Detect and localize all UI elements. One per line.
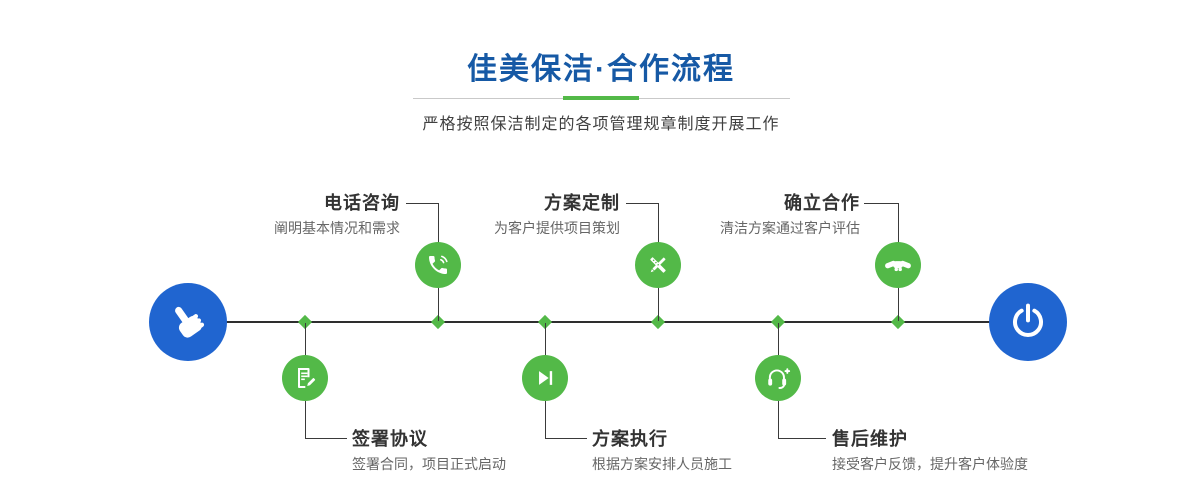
- step-label-phone: 电话咨询 阐明基本情况和需求: [200, 190, 400, 240]
- power-icon: [1013, 303, 1043, 337]
- headset-icon: [768, 368, 791, 389]
- connector-line: [778, 438, 826, 439]
- connector-line: [406, 203, 438, 204]
- connector-line: [658, 288, 659, 321]
- title-divider-accent: [563, 96, 639, 100]
- connector-line: [864, 203, 898, 204]
- step-title: 方案定制: [544, 193, 620, 213]
- step-node-phone: [415, 242, 461, 288]
- step-desc: 接受客户反馈，提升客户体验度: [832, 456, 1028, 472]
- step-title: 签署协议: [352, 429, 428, 449]
- connector-line: [626, 203, 658, 204]
- timeline-start-node: [149, 283, 227, 361]
- handshake-icon: [885, 260, 911, 272]
- pointing-hand-icon: [175, 306, 205, 338]
- step-desc: 阐明基本情况和需求: [274, 220, 400, 236]
- connector-line: [305, 323, 306, 355]
- step-desc: 为客户提供项目策划: [494, 220, 620, 236]
- connector-line: [305, 401, 306, 439]
- step-label-cooperation: 确立合作 清洁方案通过客户评估: [660, 190, 860, 240]
- play-next-icon: [539, 371, 553, 385]
- step-label-design: 方案定制 为客户提供项目策划: [420, 190, 620, 240]
- connector-line: [438, 203, 439, 243]
- page-title: 佳美保洁·合作流程: [467, 53, 735, 86]
- step-node-cooperation: [875, 242, 921, 288]
- connector-line: [545, 323, 546, 355]
- step-node-aftersale: [755, 355, 801, 401]
- step-title: 电话咨询: [324, 193, 400, 213]
- step-title: 方案执行: [592, 429, 668, 449]
- connector-line: [545, 401, 546, 439]
- connector-line: [778, 401, 779, 439]
- connector-line: [898, 203, 899, 243]
- connector-line: [305, 438, 347, 439]
- step-label-execute: 方案执行 根据方案安排人员施工: [592, 426, 822, 476]
- contract-icon: [298, 368, 316, 388]
- step-desc: 清洁方案通过客户评估: [720, 220, 860, 236]
- step-node-design: [635, 242, 681, 288]
- phone-icon: [429, 255, 448, 274]
- step-title: 确立合作: [784, 193, 860, 213]
- connector-line: [545, 438, 587, 439]
- timeline-end-node: [989, 283, 1067, 361]
- step-desc: 根据方案安排人员施工: [592, 456, 732, 472]
- connector-line: [898, 288, 899, 321]
- page-subtitle: 严格按照保洁制定的各项管理规章制度开展工作: [422, 116, 780, 133]
- pencil-ruler-icon: [650, 257, 666, 273]
- step-node-execute: [522, 355, 568, 401]
- step-node-contract: [282, 355, 328, 401]
- step-label-aftersale: 售后维护 接受客户反馈，提升客户体验度: [832, 426, 1062, 476]
- connector-line: [778, 323, 779, 355]
- connector-line: [658, 203, 659, 243]
- connector-line: [438, 288, 439, 321]
- step-label-contract: 签署协议 签署合同，项目正式启动: [352, 426, 582, 476]
- timeline-line: [188, 321, 1028, 323]
- step-desc: 签署合同，项目正式启动: [352, 456, 506, 472]
- step-title: 售后维护: [832, 429, 908, 449]
